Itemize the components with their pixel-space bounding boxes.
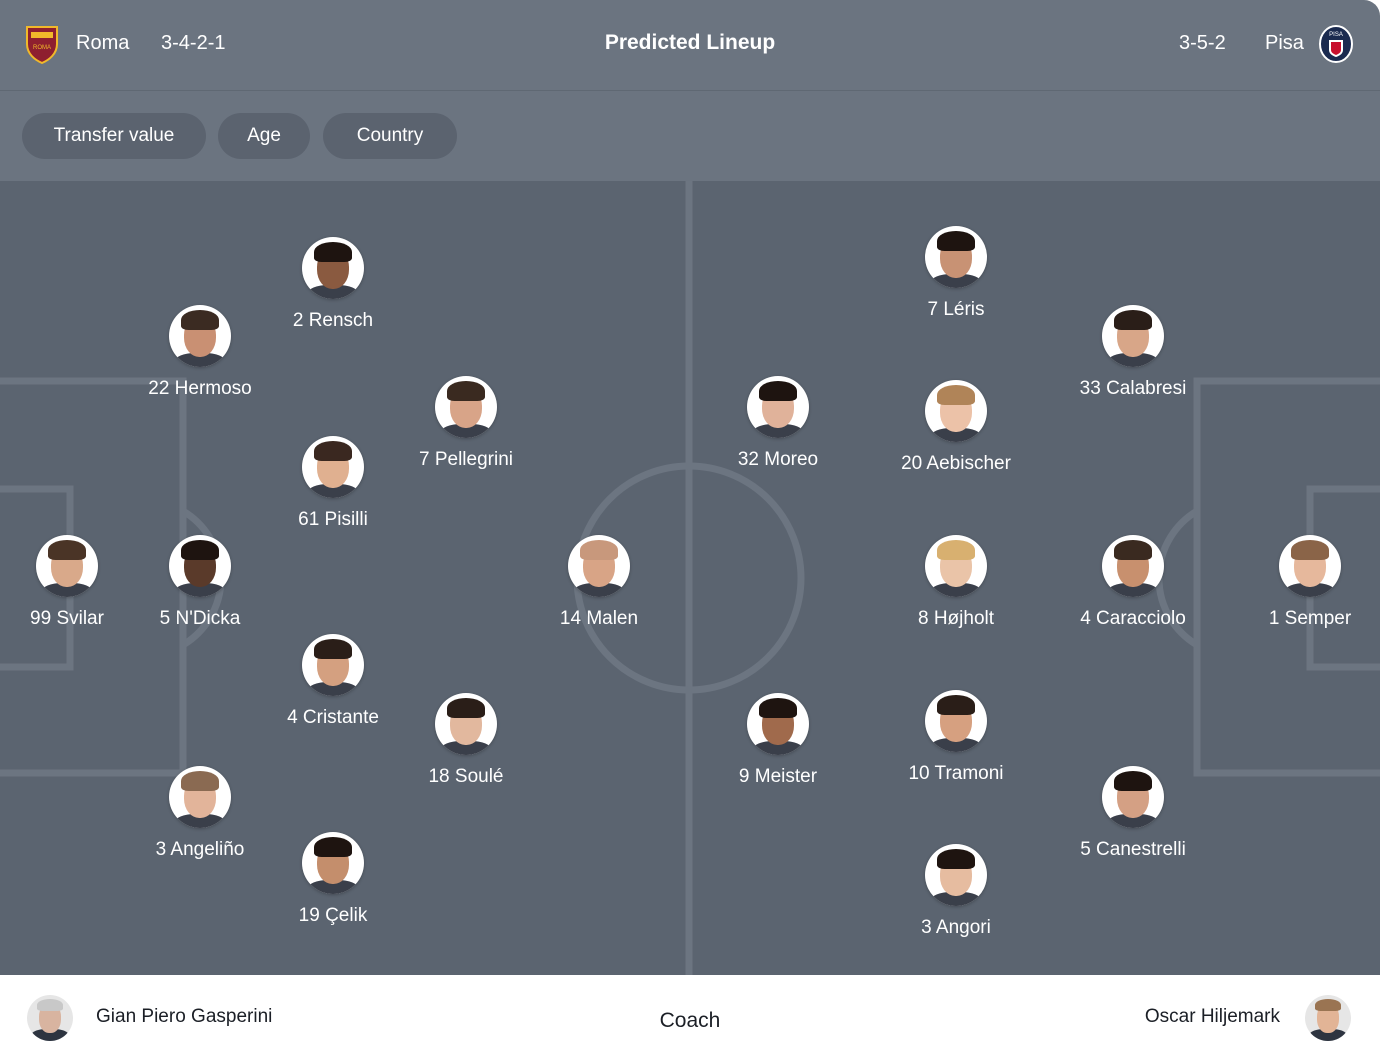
home-coach-name[interactable]: Gian Piero Gasperini — [96, 1006, 273, 1027]
player-card[interactable]: 9 Meister — [688, 693, 868, 789]
lineup-header: ROMA Roma 3-4-2-1 Predicted Lineup 3-5-2… — [0, 0, 1380, 91]
player-name: 32 Moreo — [737, 449, 819, 470]
player-card[interactable]: 5 N'Dicka — [110, 535, 290, 631]
player-avatar — [1279, 535, 1341, 597]
coach-label: Coach — [659, 1009, 721, 1032]
player-name: 3 Angori — [921, 917, 991, 938]
player-name: 7 Léris — [927, 299, 985, 320]
player-name: 14 Malen — [559, 608, 639, 629]
player-name: 61 Pisilli — [298, 509, 368, 530]
player-card[interactable]: 3 Angori — [866, 844, 1046, 940]
player-card[interactable]: 32 Moreo — [688, 376, 868, 472]
player-name: 1 Semper — [1268, 608, 1352, 629]
player-name: 20 Aebischer — [901, 453, 1011, 474]
player-card[interactable]: 7 Pellegrini — [376, 376, 556, 472]
player-avatar — [36, 535, 98, 597]
player-card[interactable]: 99 Svilar — [0, 535, 157, 631]
pitch: 99 Svilar 22 Hermoso 5 N'Dicka 3 Angeliñ… — [0, 181, 1380, 975]
page-title: Predicted Lineup — [604, 31, 776, 54]
player-avatar — [925, 844, 987, 906]
player-name: 2 Rensch — [292, 310, 374, 331]
player-avatar — [302, 436, 364, 498]
player-card[interactable]: 7 Léris — [866, 226, 1046, 322]
player-avatar — [925, 380, 987, 442]
player-avatar — [169, 535, 231, 597]
player-name: 8 Højholt — [917, 608, 995, 629]
player-card[interactable]: 3 Angeliño — [110, 766, 290, 862]
player-name: 22 Hermoso — [148, 378, 252, 399]
country-filter[interactable]: Country — [323, 113, 457, 159]
player-avatar — [1102, 535, 1164, 597]
roma-crest-icon[interactable]: ROMA — [24, 24, 60, 65]
player-card[interactable]: 4 Caracciolo — [1043, 535, 1223, 631]
player-avatar — [1102, 305, 1164, 367]
home-formation: 3-4-2-1 — [161, 32, 226, 54]
player-avatar — [302, 832, 364, 894]
player-avatar — [1102, 766, 1164, 828]
filter-bar: Transfer value Age Country — [0, 91, 1380, 181]
player-name: 5 Canestrelli — [1080, 839, 1186, 860]
player-name: 99 Svilar — [30, 608, 104, 629]
player-card[interactable]: 10 Tramoni — [866, 690, 1046, 786]
player-card[interactable]: 18 Soulé — [376, 693, 556, 789]
away-coach-avatar[interactable] — [1305, 995, 1351, 1041]
player-name: 19 Çelik — [298, 905, 368, 926]
player-card[interactable]: 2 Rensch — [243, 237, 423, 333]
player-name: 9 Meister — [738, 766, 818, 787]
player-name: 3 Angeliño — [155, 839, 245, 860]
player-name: 10 Tramoni — [908, 763, 1004, 784]
player-name: 4 Caracciolo — [1080, 608, 1186, 629]
player-avatar — [747, 376, 809, 438]
player-avatar — [925, 690, 987, 752]
player-avatar — [169, 766, 231, 828]
player-avatar — [568, 535, 630, 597]
player-card[interactable]: 14 Malen — [509, 535, 689, 631]
player-card[interactable]: 33 Calabresi — [1043, 305, 1223, 401]
player-name: 5 N'Dicka — [159, 608, 241, 629]
home-coach-avatar[interactable] — [27, 995, 73, 1041]
player-avatar — [302, 634, 364, 696]
coach-bar: Gian Piero Gasperini Coach Oscar Hiljema… — [0, 975, 1380, 1057]
away-coach-name[interactable]: Oscar Hiljemark — [1144, 1006, 1280, 1027]
player-avatar — [435, 693, 497, 755]
player-card[interactable]: 1 Semper — [1220, 535, 1380, 631]
player-name: 33 Calabresi — [1079, 378, 1187, 399]
player-card[interactable]: 22 Hermoso — [110, 305, 290, 401]
home-team-name[interactable]: Roma — [76, 32, 130, 54]
player-card[interactable]: 19 Çelik — [243, 832, 423, 928]
player-name: 4 Cristante — [287, 707, 379, 728]
away-team-name[interactable]: Pisa — [1265, 32, 1304, 54]
away-formation: 3-5-2 — [1179, 32, 1226, 54]
player-card[interactable]: 4 Cristante — [243, 634, 423, 730]
player-avatar — [302, 237, 364, 299]
age-filter[interactable]: Age — [218, 113, 310, 159]
player-name: 7 Pellegrini — [419, 449, 513, 470]
player-avatar — [169, 305, 231, 367]
transfer-value-filter[interactable]: Transfer value — [22, 113, 206, 159]
player-avatar — [925, 226, 987, 288]
player-name: 18 Soulé — [428, 766, 504, 787]
svg-text:PISA: PISA — [1329, 32, 1343, 38]
player-avatar — [925, 535, 987, 597]
svg-text:ROMA: ROMA — [33, 45, 51, 51]
player-card[interactable]: 5 Canestrelli — [1043, 766, 1223, 862]
player-card[interactable]: 20 Aebischer — [866, 380, 1046, 476]
pisa-crest-icon[interactable]: PISA — [1318, 24, 1354, 64]
player-card[interactable]: 61 Pisilli — [243, 436, 423, 532]
player-card[interactable]: 8 Højholt — [866, 535, 1046, 631]
player-avatar — [747, 693, 809, 755]
player-avatar — [435, 376, 497, 438]
